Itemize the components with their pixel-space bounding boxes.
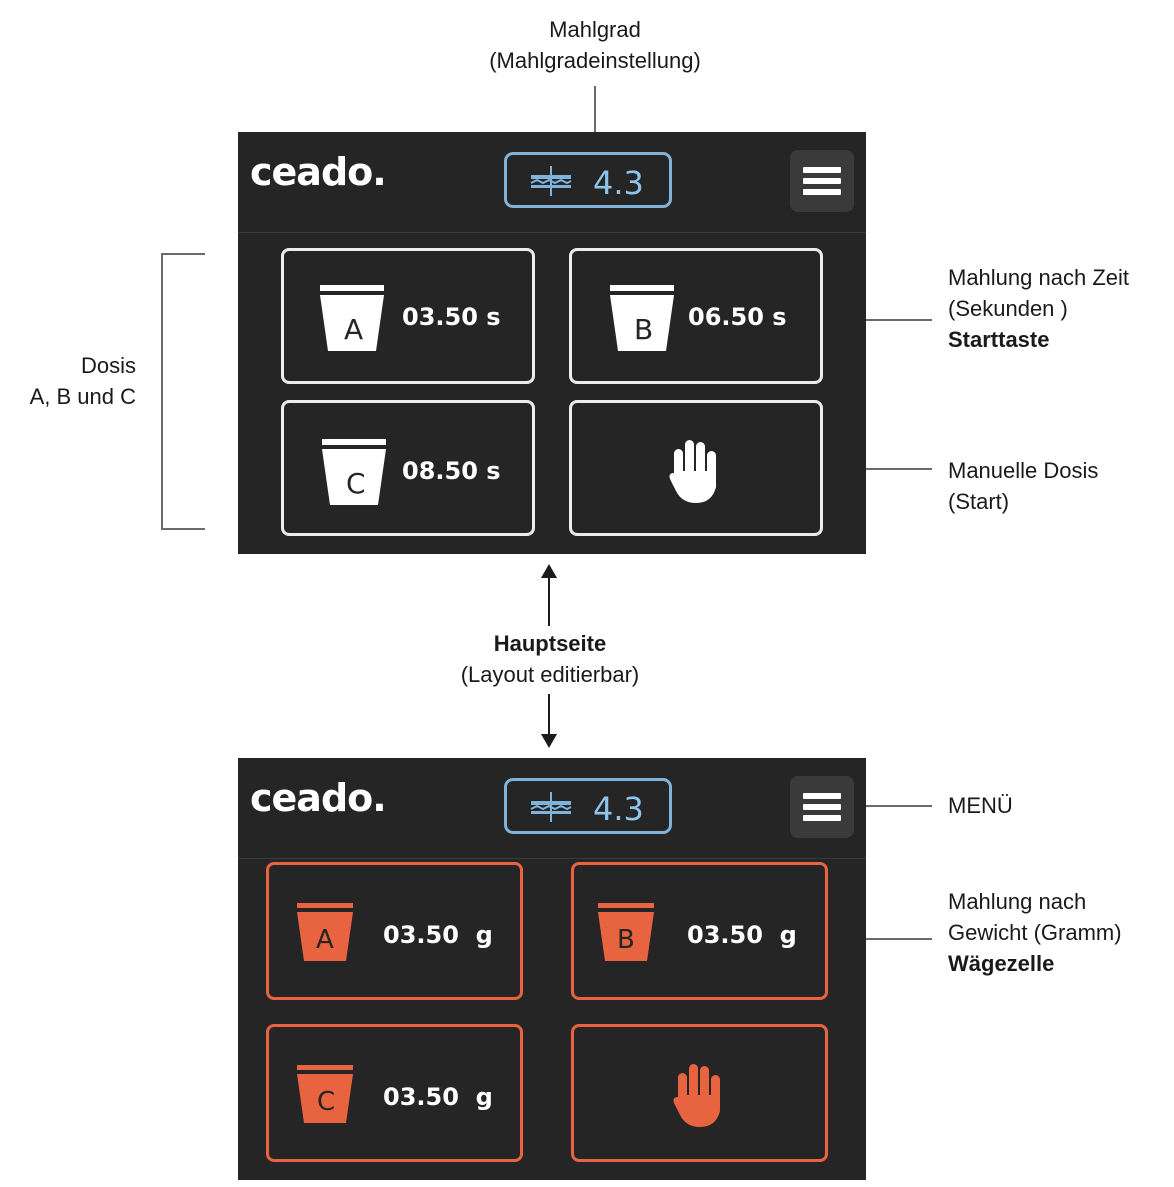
grind-value: 4.3	[593, 790, 644, 828]
grind-annotation-title: Mahlgrad	[549, 17, 641, 42]
grind-annotation: Mahlgrad (Mahlgradeinstellung)	[440, 14, 750, 76]
dose-annotation-subtitle: A, B und C	[29, 384, 136, 409]
cup-a-letter: A	[344, 313, 364, 346]
manual-dose-button[interactable]	[569, 400, 823, 536]
cup-a-icon	[297, 903, 353, 961]
manual-annotation: Manuelle Dosis (Start)	[948, 455, 1098, 517]
menu-annotation-label: MENÜ	[948, 793, 1013, 818]
dose-c-button[interactable]: C 03.50 g	[266, 1024, 523, 1162]
grind-burr-icon	[530, 792, 572, 822]
time-mode-key: Starttaste	[948, 327, 1050, 352]
cup-a-letter: A	[316, 925, 334, 955]
weight-mode-unit: Gewicht (Gramm)	[948, 920, 1122, 945]
grind-setting-button[interactable]: 4.3	[504, 778, 672, 834]
menu-button[interactable]	[790, 150, 854, 212]
dose-a-button[interactable]: A 03.50 s	[281, 248, 535, 384]
menu-button[interactable]	[790, 776, 854, 838]
manual-dose-button[interactable]	[571, 1024, 828, 1162]
manual-leader-line	[818, 468, 932, 470]
cup-c-icon	[297, 1065, 353, 1123]
grind-annotation-subtitle: (Mahlgradeinstellung)	[489, 48, 701, 73]
cup-b-icon	[598, 903, 654, 961]
hand-stop-icon	[669, 440, 716, 503]
time-mode-annotation: Mahlung nach Zeit (Sekunden ) Starttaste	[948, 262, 1129, 355]
dose-b-value: 03.50 g	[687, 921, 797, 949]
cup-b-icon	[610, 285, 674, 351]
weight-mode-key: Wägezelle	[948, 951, 1055, 976]
grind-setting-button[interactable]: 4.3	[504, 152, 672, 208]
grind-burr-icon	[530, 166, 572, 196]
dose-a-button[interactable]: A 03.50 g	[266, 862, 523, 1000]
grind-leader-line	[594, 86, 596, 134]
weight-mode-screen: ceado. 4.3 A 03.50 g B 0	[238, 758, 866, 1180]
top-bar: ceado. 4.3	[238, 758, 866, 859]
menu-leader-line	[840, 805, 932, 807]
dose-b-button[interactable]: B 03.50 g	[571, 862, 828, 1000]
menu-annotation: MENÜ	[948, 790, 1013, 821]
weight-mode-annotation: Mahlung nach Gewicht (Gramm) Wägezelle	[948, 886, 1122, 979]
dose-b-value: 06.50 s	[688, 303, 787, 331]
cup-c-letter: C	[317, 1087, 336, 1117]
dose-c-value: 08.50 s	[402, 457, 501, 485]
dose-b-button[interactable]: B 06.50 s	[569, 248, 823, 384]
dose-c-value: 03.50 g	[383, 1083, 493, 1111]
manual-title: Manuelle Dosis	[948, 458, 1099, 483]
main-page-subtitle: (Layout editierbar)	[460, 662, 640, 687]
dose-c-button[interactable]: C 08.50 s	[281, 400, 535, 536]
ceado-logo: ceado.	[250, 776, 387, 820]
cup-c-icon	[322, 439, 386, 505]
dose-annotation: Dosis A, B und C	[4, 350, 136, 412]
manual-subtitle: (Start)	[948, 489, 1010, 514]
ceado-logo: ceado.	[250, 150, 387, 194]
cup-b-letter: B	[634, 313, 654, 346]
cup-c-letter: C	[346, 467, 366, 500]
grind-value: 4.3	[593, 164, 644, 202]
time-mode-screen: ceado. 4.3 A 03.50 s B 06	[238, 132, 866, 554]
cup-a-icon	[320, 285, 384, 351]
dose-a-value: 03.50 s	[402, 303, 501, 331]
main-page-title: Hauptseite	[493, 631, 607, 656]
hand-stop-icon	[673, 1064, 720, 1127]
cup-b-letter: B	[617, 925, 635, 955]
menu-bar-icon	[803, 167, 841, 173]
dose-a-value: 03.50 g	[383, 921, 493, 949]
top-bar: ceado. 4.3	[238, 132, 866, 233]
time-mode-title: Mahlung nach Zeit	[948, 265, 1129, 290]
menu-bar-icon	[803, 793, 841, 799]
dose-annotation-title: Dosis	[80, 353, 136, 378]
main-page-annotation: Hauptseite (Layout editierbar)	[400, 628, 700, 690]
weight-mode-title: Mahlung nach	[948, 889, 1087, 914]
time-mode-unit: (Sekunden )	[948, 296, 1068, 321]
